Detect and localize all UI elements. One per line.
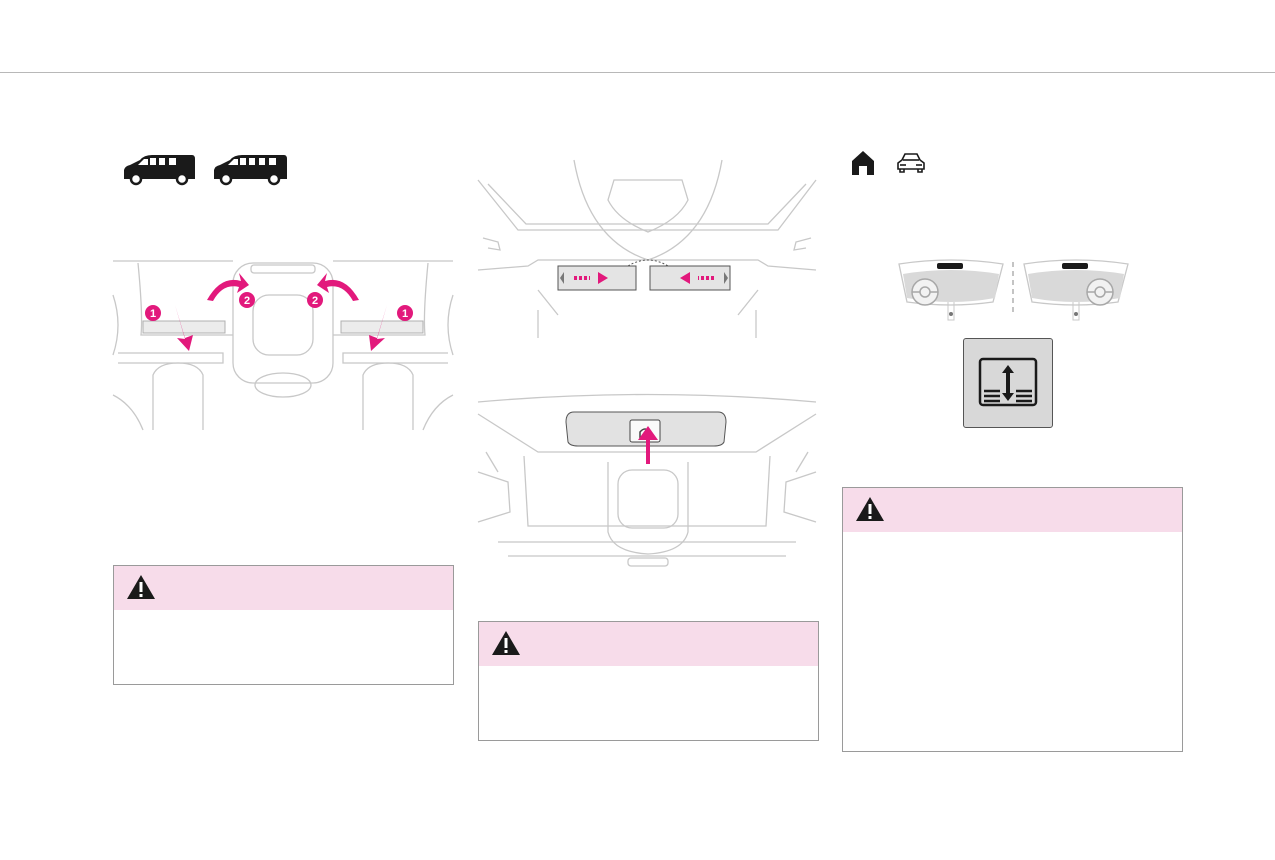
- home-icon: [852, 151, 874, 175]
- divider-dashed: [1012, 262, 1014, 316]
- warning-banner: [479, 622, 818, 666]
- warning-banner: [114, 566, 453, 610]
- header-rule: [0, 72, 1275, 73]
- warning-box-1: [113, 565, 454, 685]
- warning-triangle-icon: [127, 575, 155, 599]
- lhd-mirror-illustration: [898, 259, 1004, 321]
- callout-badges: 1 2 2 1: [145, 292, 413, 321]
- callout-1-right: 1: [402, 308, 408, 320]
- long-van-icon: [214, 155, 287, 186]
- warning-banner: [843, 488, 1182, 532]
- warning-box-3: [842, 487, 1183, 752]
- sun-visor-slide-illustration: [477, 159, 817, 338]
- callout-2-right: 2: [312, 295, 318, 307]
- warning-triangle-icon: [856, 497, 884, 521]
- sun-visor-illustration: 1 2 2 1: [112, 260, 454, 431]
- mirror-adjust-button-illustration: [963, 338, 1053, 428]
- car-icon: [897, 153, 925, 173]
- callout-2-left: 2: [244, 295, 250, 307]
- rhd-mirror-illustration: [1023, 259, 1129, 321]
- callout-1-left: 1: [150, 308, 156, 320]
- short-van-icon: [124, 155, 195, 186]
- warning-box-2: [478, 621, 819, 741]
- mirror-adjust-icon: [978, 357, 1038, 407]
- mirror-stow-illustration: [477, 393, 817, 567]
- warning-triangle-icon: [492, 631, 520, 655]
